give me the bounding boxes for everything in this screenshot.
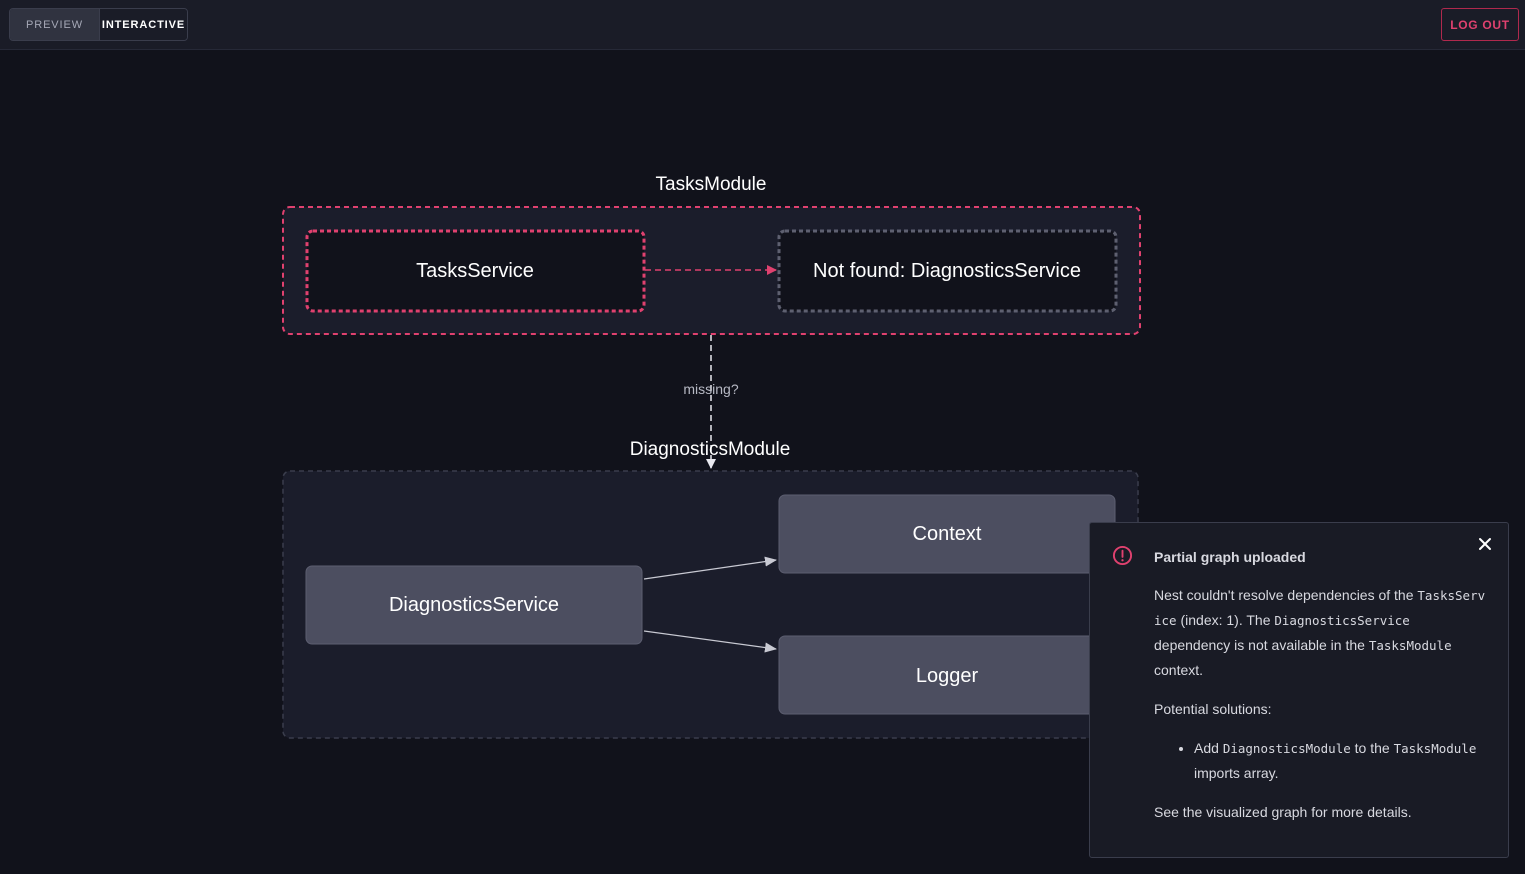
logger-label: Logger bbox=[916, 665, 979, 687]
preview-tab[interactable]: PREVIEW bbox=[10, 9, 99, 40]
missing-edge-label: missing? bbox=[683, 381, 738, 397]
diagnostics-module-title: DiagnosticsModule bbox=[630, 439, 791, 460]
diagnostics-to-context-edge bbox=[643, 556, 777, 580]
toast-footer: See the visualized graph for more detail… bbox=[1154, 804, 1412, 820]
solutions-heading: Potential solutions: bbox=[1154, 701, 1272, 717]
solutions-list: Add DiagnosticsModule to the TasksModule… bbox=[1154, 736, 1486, 786]
context-label: Context bbox=[913, 523, 982, 545]
toast-title: Partial graph uploaded bbox=[1154, 549, 1306, 565]
error-icon bbox=[1112, 545, 1133, 566]
tasks-service-label: TasksService bbox=[416, 260, 534, 282]
tasks-service-node[interactable] bbox=[305, 229, 646, 313]
diagnostics-service-label: DiagnosticsService bbox=[389, 594, 559, 616]
top-bar: PREVIEW INTERACTIVE LOG OUT bbox=[0, 0, 1525, 50]
error-toast: Partial graph uploaded Nest couldn't res… bbox=[1089, 522, 1509, 858]
interactive-tab[interactable]: INTERACTIVE bbox=[99, 9, 187, 40]
logout-button[interactable]: LOG OUT bbox=[1441, 8, 1519, 41]
code-tasks-service: TasksService bbox=[1154, 588, 1486, 628]
not-found-node[interactable] bbox=[777, 229, 1118, 313]
code-diagnostics-service: DiagnosticsService bbox=[1274, 613, 1410, 628]
view-mode-toggle: PREVIEW INTERACTIVE bbox=[9, 8, 188, 41]
diagnostics-to-logger-edge bbox=[643, 630, 777, 653]
diagnostics-service-node[interactable] bbox=[305, 565, 643, 645]
toast-message: Nest couldn't resolve dependencies of th… bbox=[1154, 587, 1486, 678]
not-found-label: Not found: DiagnosticsService bbox=[813, 260, 1081, 282]
close-icon[interactable] bbox=[1476, 535, 1494, 553]
tasks-module-title: TasksModule bbox=[656, 174, 767, 195]
solution-item: Add DiagnosticsModule to the TasksModule… bbox=[1194, 736, 1486, 786]
code-tasks-module: TasksModule bbox=[1368, 638, 1452, 653]
